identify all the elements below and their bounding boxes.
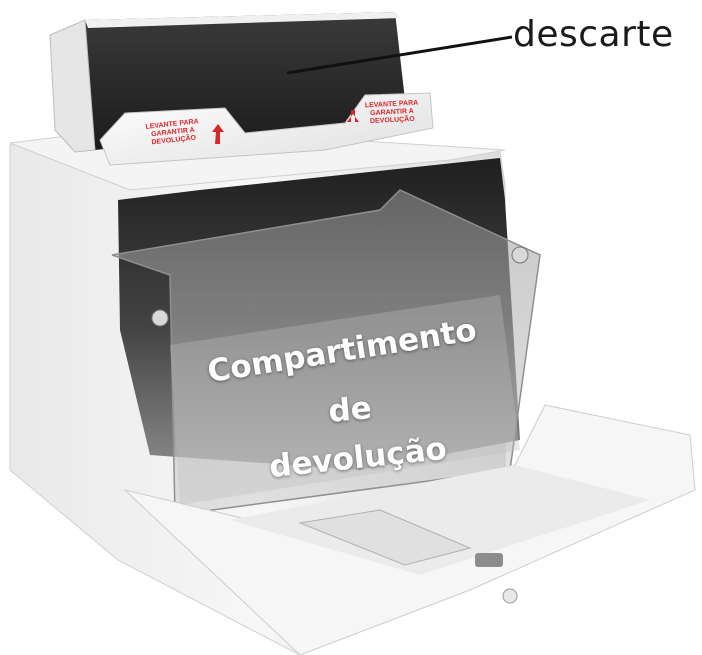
up-arrow-icon bbox=[347, 110, 359, 122]
tray-label-right: LEVANTE PARA GARANTIR A DEVOLUÇÃO bbox=[364, 99, 419, 126]
discard-tray bbox=[99, 92, 434, 166]
acrylic-compartment bbox=[111, 189, 541, 516]
hinge-knob-right bbox=[511, 246, 529, 264]
tray-window bbox=[298, 509, 472, 566]
up-arrow-icon bbox=[212, 124, 224, 144]
bottom-tray-floor bbox=[230, 465, 650, 575]
discard-box-frame bbox=[49, 19, 96, 153]
lock-icon bbox=[502, 588, 518, 604]
hinge-knob-left bbox=[151, 309, 169, 327]
latch bbox=[475, 553, 503, 567]
callout-label: descarte bbox=[513, 14, 674, 55]
discard-box-rim bbox=[85, 12, 400, 28]
callout-line bbox=[286, 35, 513, 75]
acrylic-front-face bbox=[170, 295, 520, 505]
